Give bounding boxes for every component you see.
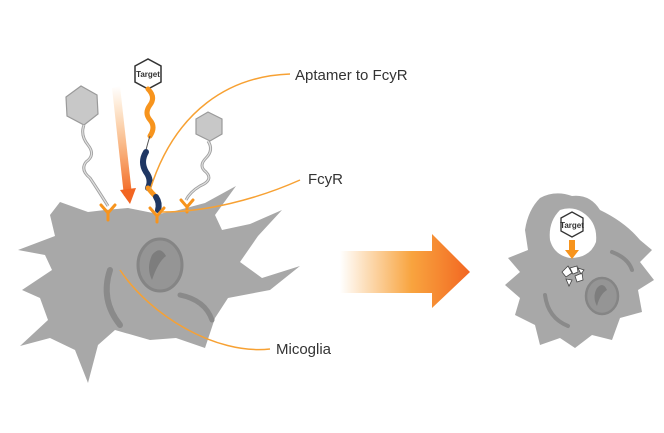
uptake-arrow [565, 240, 579, 259]
target-hexagon-icon [134, 58, 162, 90]
callout-cell [119, 269, 271, 351]
label-microglia: Micoglia [276, 341, 332, 358]
aptamer-ligand: Target [134, 58, 166, 224]
callout-lines [119, 73, 301, 351]
aptamer-strand-dark [153, 194, 162, 213]
microglia-process [177, 292, 215, 323]
nucleus [136, 237, 184, 293]
microglia-process [103, 267, 123, 328]
aptamer-strand-dark [140, 149, 153, 191]
fcyr-receptor [148, 206, 166, 224]
aptamer-strand [145, 135, 151, 151]
phagocyte-process [543, 293, 570, 328]
phagocytosing-cell: Target [505, 193, 654, 348]
linker-strand [185, 140, 212, 201]
microglia-cell [18, 186, 300, 383]
binding-arrow [112, 86, 136, 204]
transition-arrow [340, 234, 470, 308]
fcyr-receptor [99, 203, 117, 222]
ligand-left [65, 85, 117, 222]
linker-strand [184, 140, 213, 201]
nucleus [584, 276, 620, 316]
ligand-right [179, 111, 223, 214]
label-fcyr: FcyR [308, 171, 343, 188]
target-label: Target [560, 221, 584, 230]
linker-strand [82, 124, 109, 207]
target-hexagon-icon [560, 211, 584, 238]
nucleolus [594, 284, 607, 306]
hexagon-icon [65, 85, 99, 126]
callout-aptamer [149, 73, 291, 191]
target-label: Target [136, 70, 160, 79]
degraded-fragments [561, 265, 585, 287]
callout-receptor [161, 179, 301, 213]
nucleolus [149, 250, 166, 280]
aptamer-strand [144, 86, 156, 139]
linker-strand [81, 124, 110, 207]
phagocyte-process [610, 250, 634, 272]
hexagon-icon [195, 111, 223, 142]
label-aptamer: Aptamer to FcyR [295, 67, 408, 84]
